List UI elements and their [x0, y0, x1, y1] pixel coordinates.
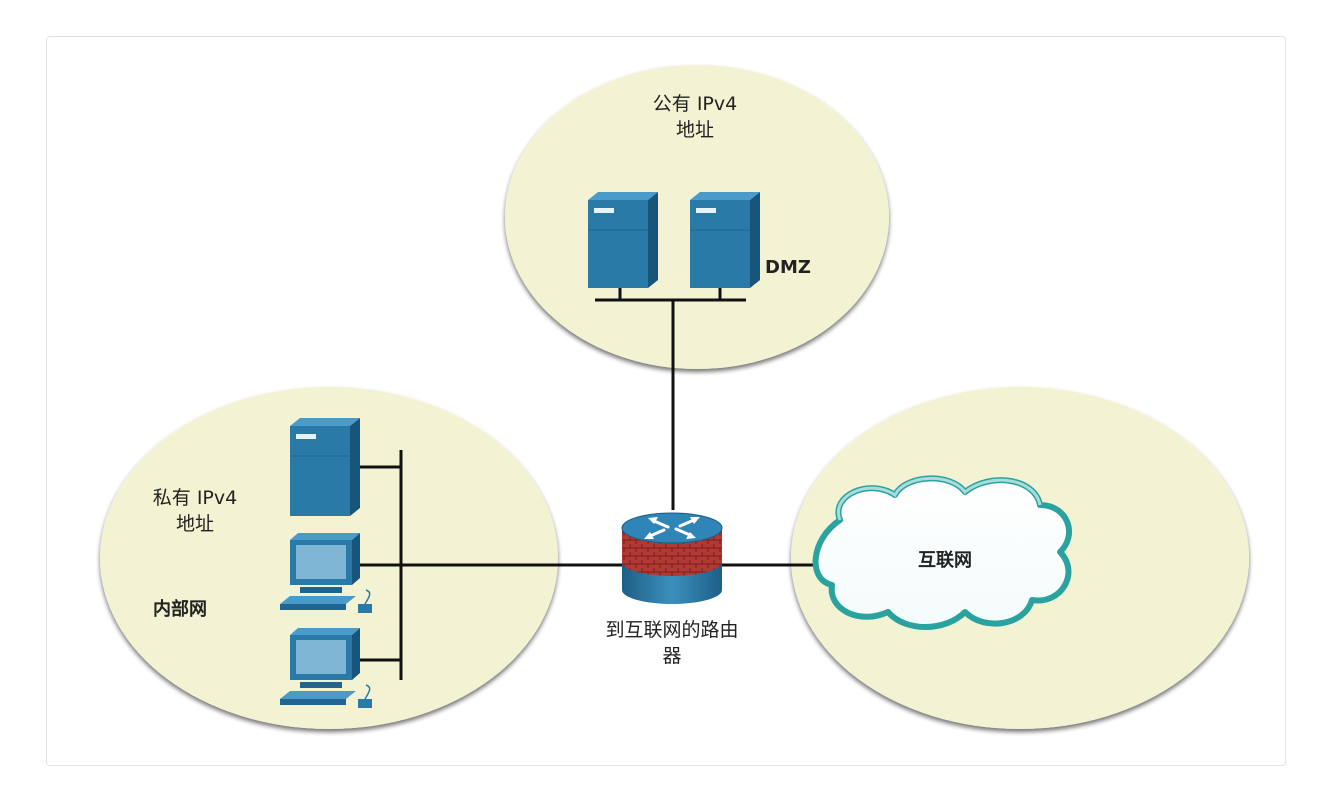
server-icon — [588, 192, 658, 288]
internal-address-line1: 私有 IPv4 — [152, 487, 238, 509]
router-label-line1: 到互联网的路由 — [605, 619, 739, 641]
pc-icon — [280, 628, 372, 708]
dmz-address-line1: 公有 IPv4 — [652, 93, 738, 115]
server-icon — [690, 192, 760, 288]
internal-address-line2: 地址 — [175, 513, 214, 535]
internal-label: 内部网 — [153, 599, 207, 620]
dmz-label: DMZ — [765, 257, 811, 278]
cloud-icon — [812, 475, 1072, 630]
internet-label: 互联网 — [918, 550, 972, 571]
network-links — [360, 288, 825, 680]
server-icon — [290, 418, 360, 516]
router-label-line2: 器 — [662, 645, 682, 667]
pc-icon — [280, 533, 372, 613]
firewall-router-icon — [621, 512, 723, 604]
dmz-address-line2: 地址 — [675, 119, 714, 141]
